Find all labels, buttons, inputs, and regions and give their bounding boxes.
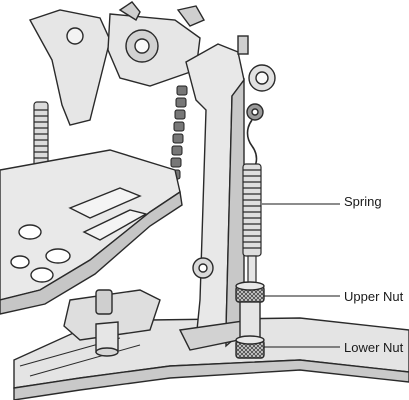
main-spring (242, 163, 262, 287)
heel-hinge (63, 289, 161, 357)
lower-nut-label: Lower Nut (344, 340, 404, 355)
drive-chain (169, 85, 188, 180)
lower-nut (235, 335, 265, 359)
upper-nut (235, 281, 265, 343)
upper-nut-label: Upper Nut (344, 289, 404, 304)
footboard (0, 149, 183, 315)
spring-label: Spring (344, 194, 382, 209)
callout-leader-lines (262, 203, 340, 348)
spring-hook-bearing (237, 35, 276, 171)
cam-assembly (28, 1, 205, 126)
right-frame-post (178, 43, 260, 351)
